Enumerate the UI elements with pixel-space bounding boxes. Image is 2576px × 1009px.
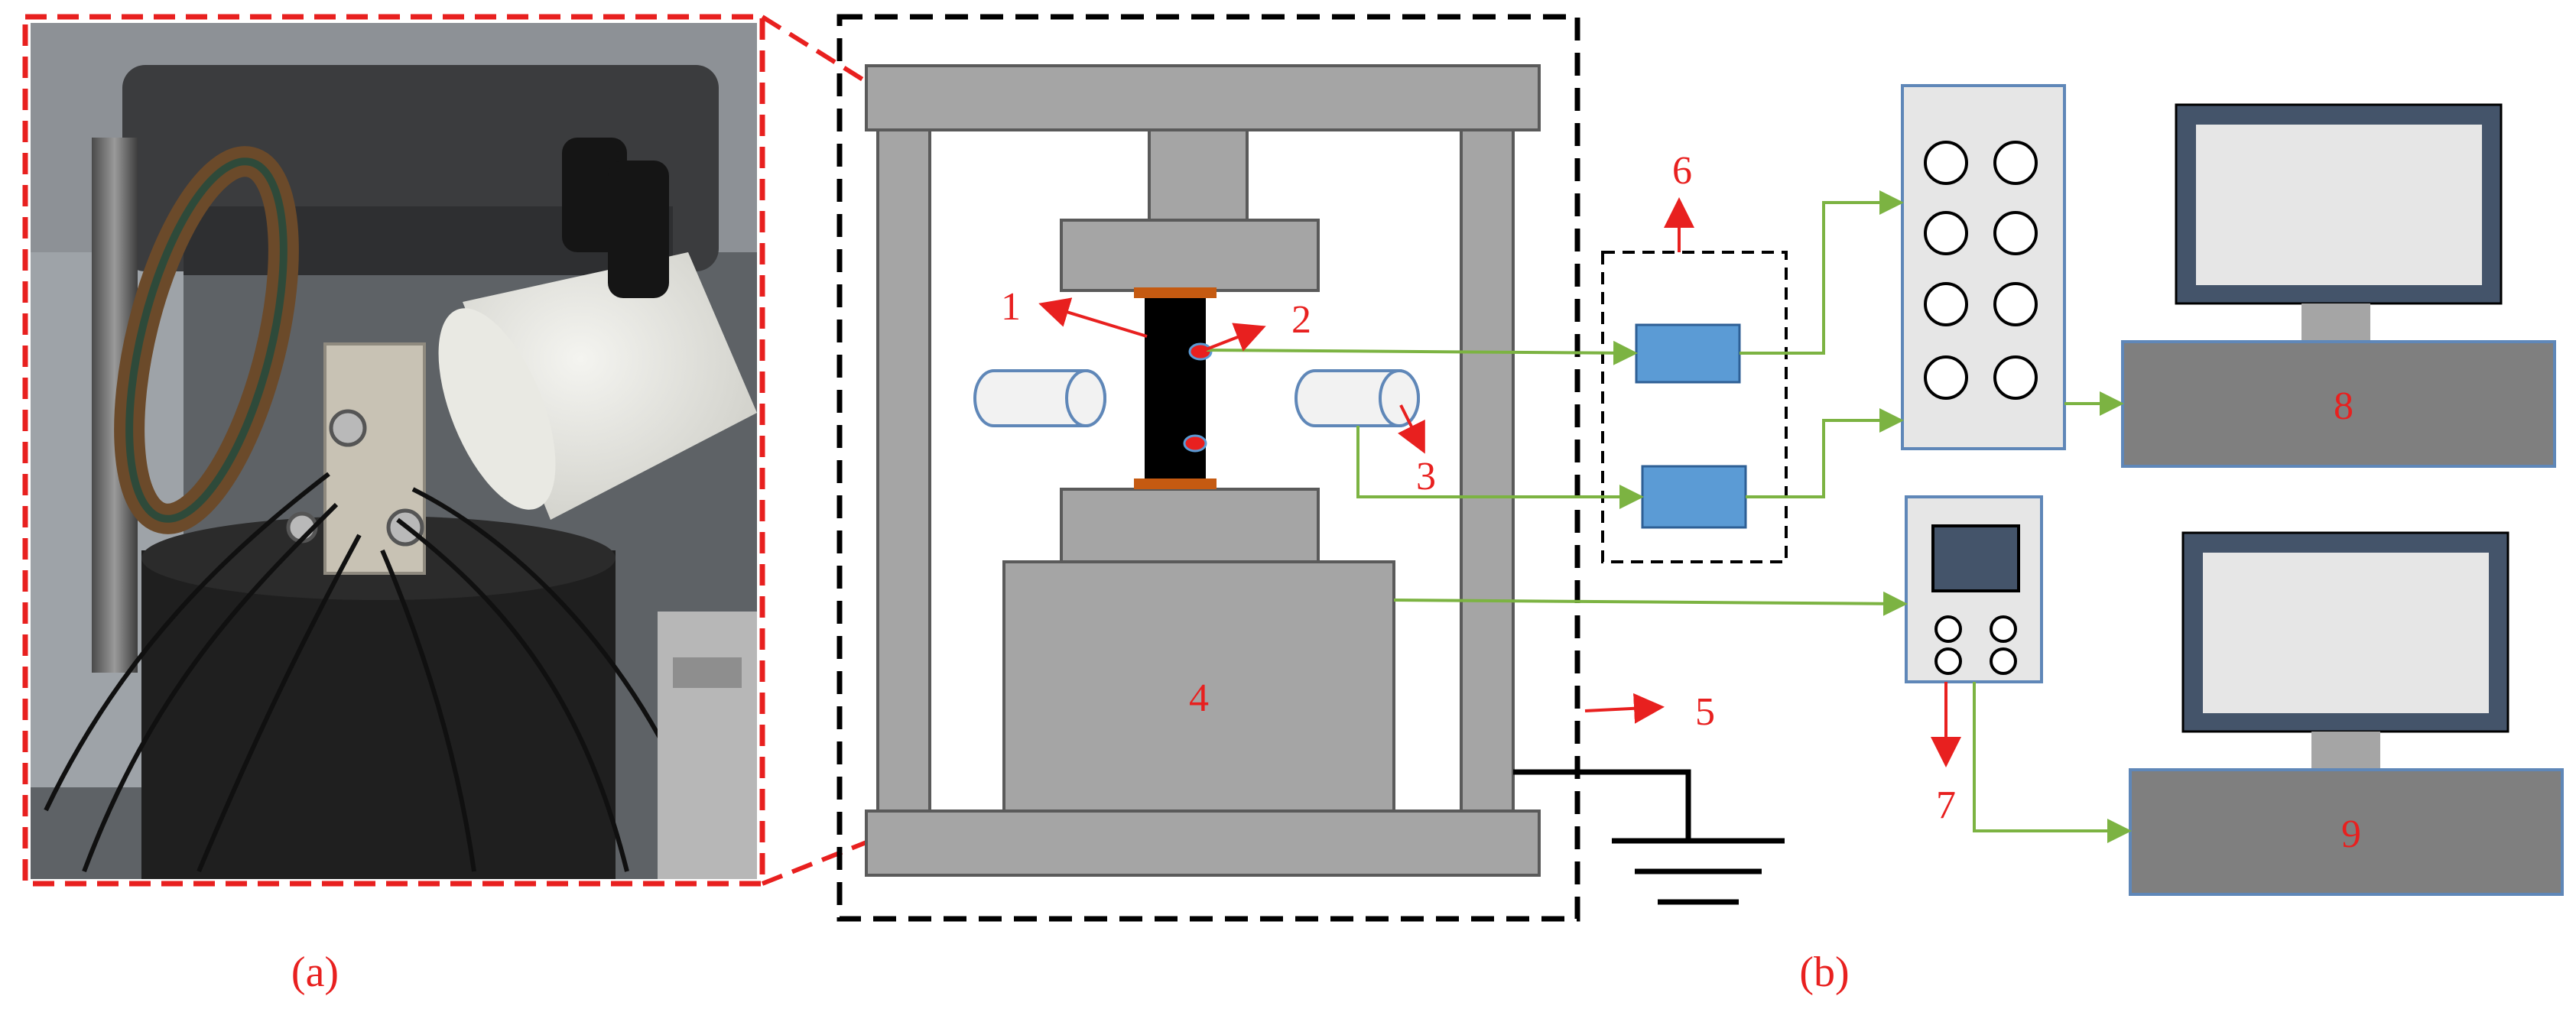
channel-port-6 (1993, 282, 2038, 326)
signal-base-to-controller (1393, 591, 1908, 616)
channel-port-4 (1993, 211, 2038, 255)
component-label-4: 4 (1189, 676, 1209, 720)
load-controller (1905, 495, 2043, 683)
amplifier-lower (1641, 465, 1747, 529)
ground-connection (1513, 769, 1785, 905)
component-label-5: 5 (1695, 690, 1715, 734)
component-label-6: 6 (1672, 149, 1692, 193)
zoom-connector-top (761, 15, 872, 86)
photo-lamp (438, 138, 757, 520)
monitor-screen-8 (2196, 125, 2482, 285)
channel-port-8 (1993, 355, 2038, 400)
signal-controller-to-computer-9 (1973, 682, 2132, 843)
caption-panel-a: (a) (291, 949, 339, 996)
component-label-7: 7 (1936, 784, 1956, 827)
loading-frame (865, 64, 1541, 877)
label-arrows (1038, 197, 1961, 767)
channel-port-5 (1924, 282, 1968, 326)
lower-platen (1060, 488, 1320, 563)
arrow-label-3 (1398, 404, 1425, 454)
arrow-label-5 (1584, 693, 1665, 724)
component-label-8: 8 (2334, 384, 2353, 428)
channel-port-7 (1924, 355, 1968, 400)
signal-amp-lower-to-acq (1746, 408, 1904, 498)
channel-port-3 (1924, 211, 1968, 255)
computer-case-8 (2121, 340, 2556, 468)
monitor-stand-9 (2311, 732, 2380, 770)
right-column (1460, 128, 1515, 813)
signal-camera-to-amp-lower (1356, 426, 1644, 509)
photo-panel-a (31, 23, 757, 879)
bottom-crossbeam (865, 809, 1541, 877)
controller-display (1931, 524, 2020, 592)
upper-platen (1060, 219, 1320, 292)
amplifier-upper (1635, 323, 1741, 384)
shielding-enclosure (836, 14, 1580, 922)
specimen-top-pad (1134, 287, 1217, 298)
photo-zoom-frame (22, 14, 765, 887)
signal-lines (1206, 190, 2132, 843)
camera-left (973, 369, 1106, 427)
component-label-3: 3 (1416, 455, 1436, 498)
camera-right (1294, 369, 1420, 427)
channel-port-1 (1924, 141, 1968, 185)
specimen-bottom-pad (1134, 479, 1217, 489)
monitor-screen-9 (2203, 553, 2489, 713)
rock-specimen (1145, 297, 1206, 486)
caption-panel-b: (b) (1799, 949, 1849, 996)
amplifier-group-frame (1601, 251, 1788, 563)
arrow-label-1 (1038, 297, 1148, 338)
piston-rod (1148, 128, 1249, 222)
acquisition-instrument (1901, 84, 2066, 450)
left-column (876, 128, 931, 813)
top-crossbeam (865, 64, 1541, 131)
signal-amp-upper-to-acq (1740, 190, 1904, 355)
component-label-2: 2 (1291, 298, 1311, 342)
sensor-point-lower (1183, 434, 1207, 453)
monitor-stand-8 (2302, 303, 2370, 342)
computer-ae (2121, 103, 2556, 468)
component-label-9: 9 (2341, 813, 2361, 856)
channel-port-2 (1993, 141, 2038, 185)
computer-load (2129, 531, 2564, 896)
signal-sensor-to-amp-upper (1206, 340, 1638, 365)
component-label-1: 1 (1001, 285, 1021, 329)
actuator-base (1002, 560, 1395, 813)
arrow-label-2 (1204, 323, 1266, 352)
zoom-connector-bottom (761, 839, 872, 886)
